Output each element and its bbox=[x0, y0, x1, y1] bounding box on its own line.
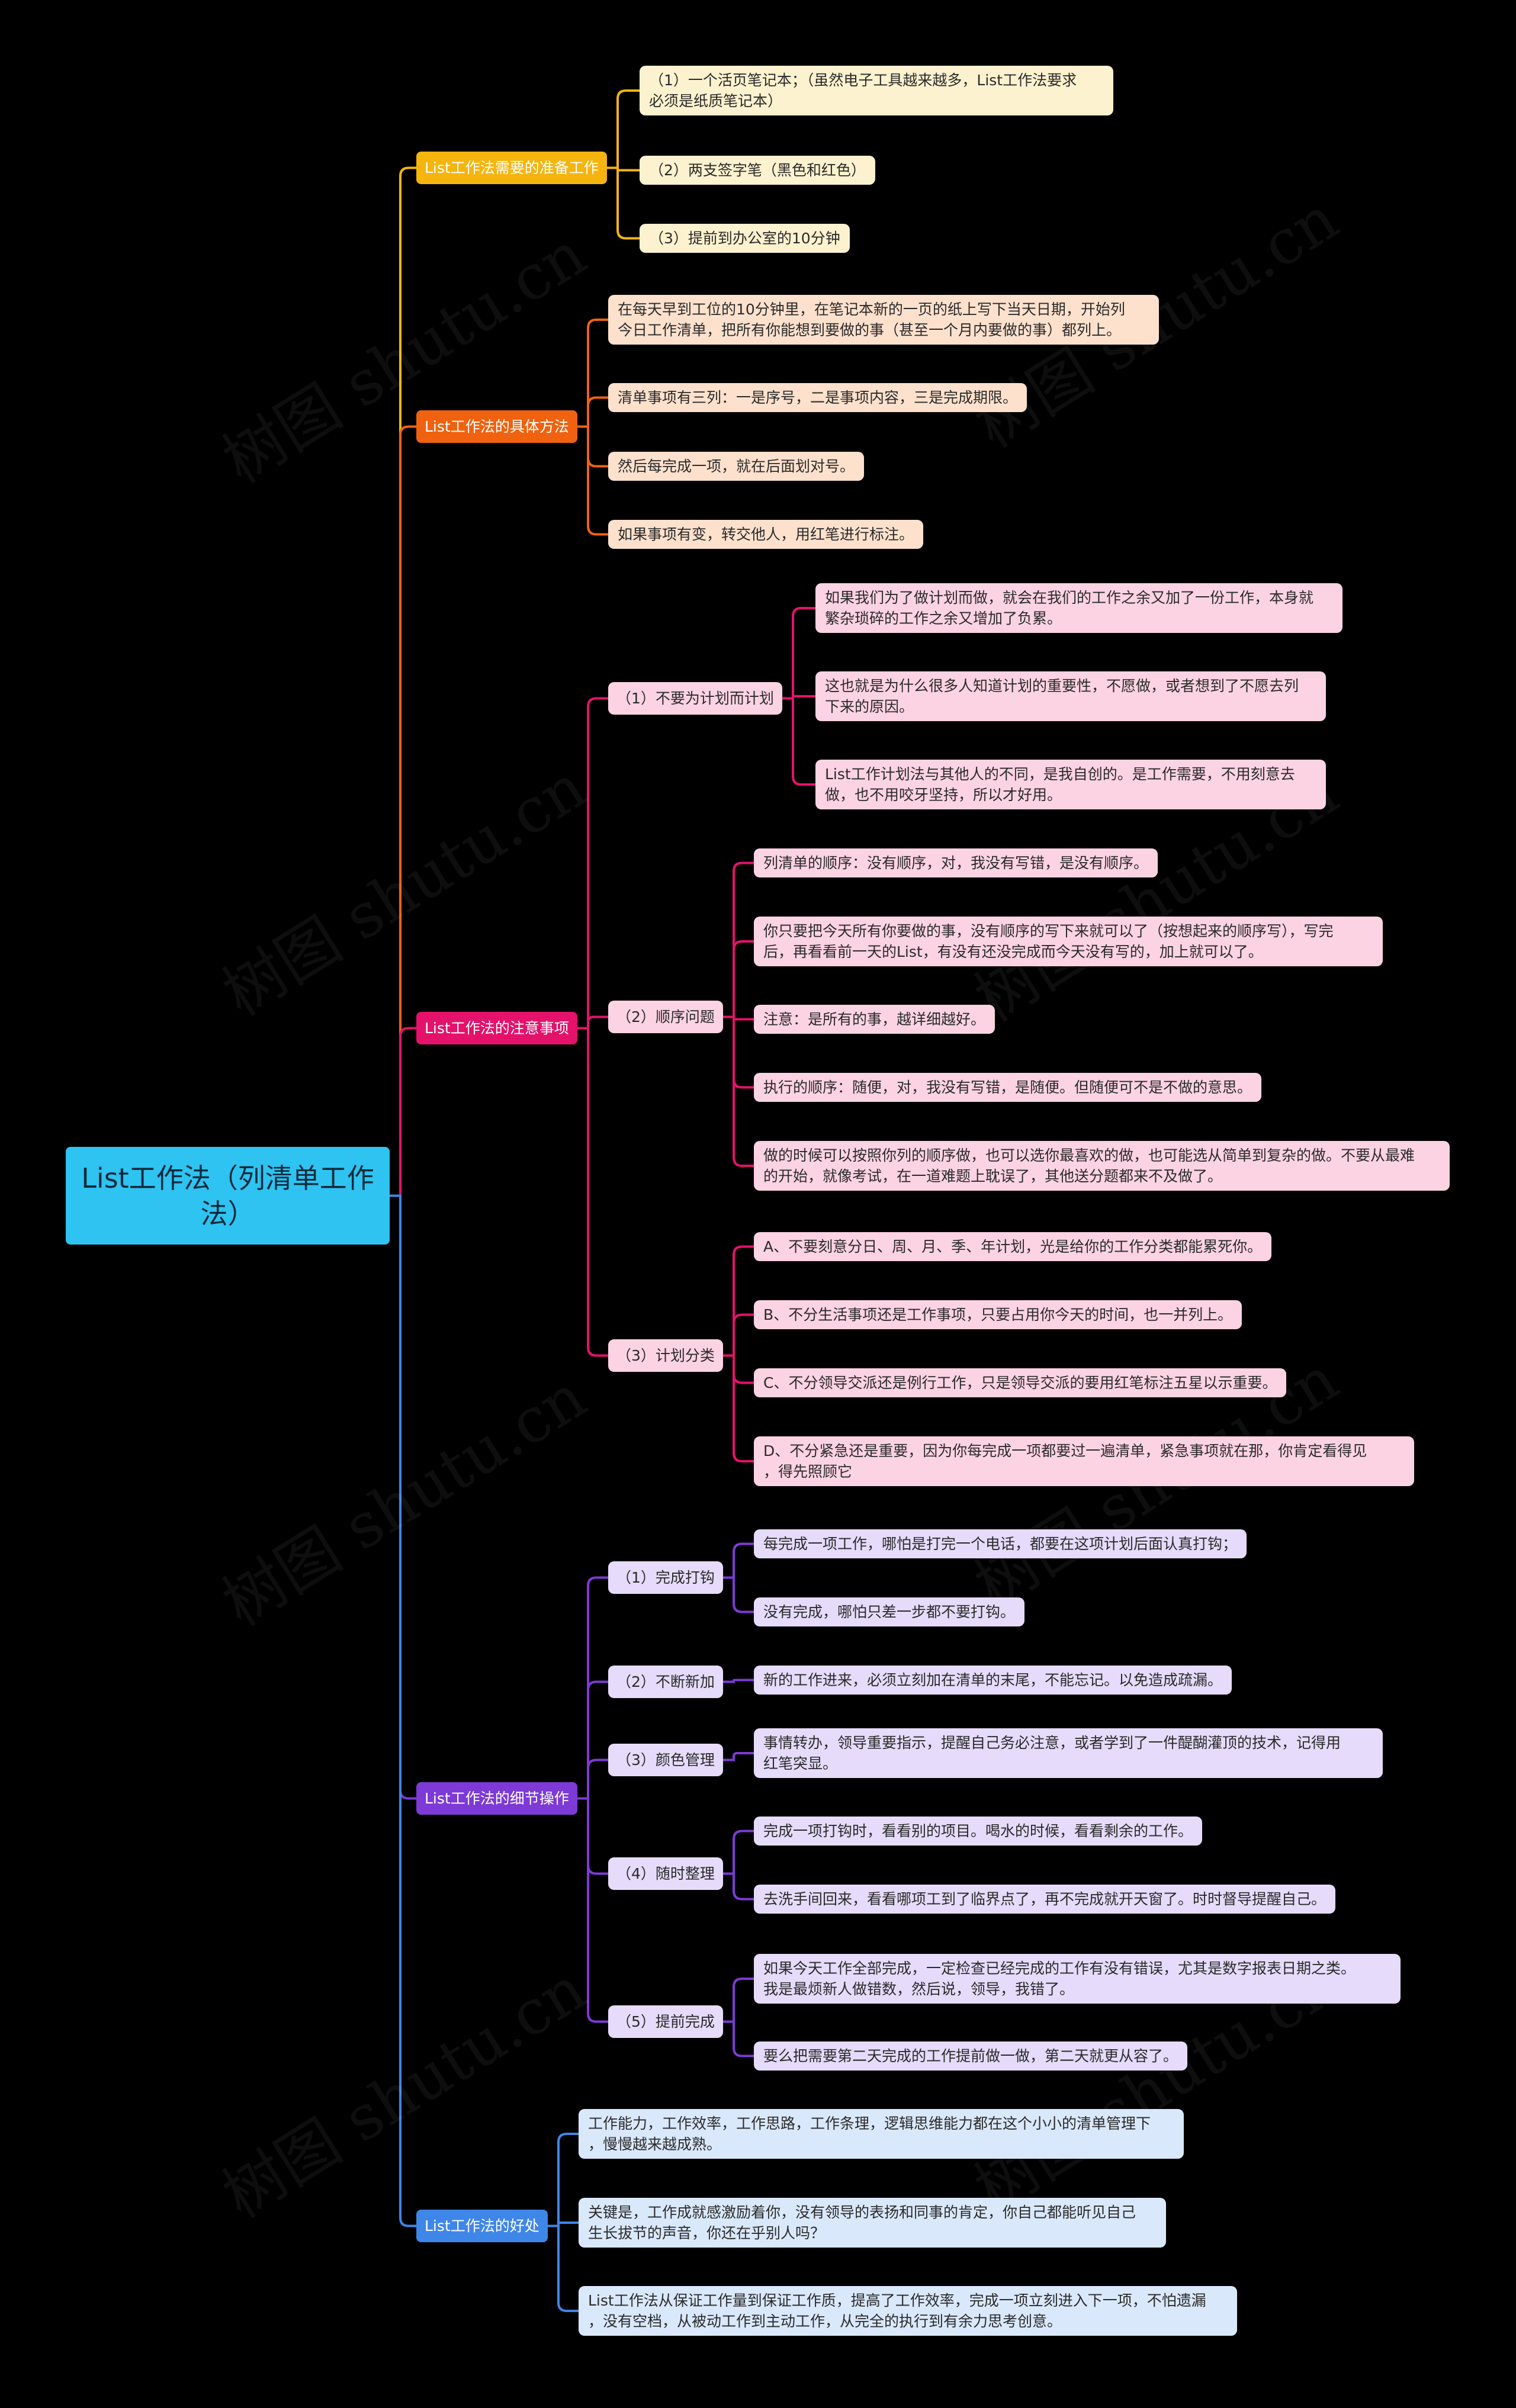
leaf-order-easy-first[interactable]: 做的时候可以按照你列的顺序做，也可以选你最喜欢的做，也可能选从简单到复杂的做。不… bbox=[754, 1141, 1450, 1191]
leaf-order-none[interactable]: 列清单的顺序：没有顺序，对，我没有写错，是没有顺序。 bbox=[754, 848, 1158, 877]
leaf-order-write-all[interactable]: 你只要把今天所有你要做的事，没有顺序的写下来就可以了（按想起来的顺序写），写完 … bbox=[754, 917, 1383, 966]
connector-line bbox=[723, 1245, 754, 1357]
leaf-prep-early[interactable]: （3）提前到办公室的10分钟 bbox=[640, 224, 850, 253]
branch-details[interactable]: List工作法的细节操作 bbox=[416, 1782, 577, 1815]
leaf-cat-b[interactable]: B、不分生活事项还是工作事项，只要占用你今天的时间，也一并列上。 bbox=[754, 1300, 1242, 1329]
leaf-order-detail[interactable]: 注意：是所有的事，越详细越好。 bbox=[754, 1005, 995, 1034]
connector-line bbox=[577, 425, 608, 468]
leaf-benefit-quality[interactable]: List工作法从保证工作量到保证工作质，提高了工作效率，完成一项立刻进入下一项，… bbox=[579, 2286, 1237, 2336]
connector-line bbox=[577, 1797, 608, 2023]
leaf-plan-burden[interactable]: 如果我们为了做计划而做，就会在我们的工作之余又加了一份工作，本身就 繁杂琐碎的工… bbox=[815, 583, 1342, 633]
connector-line bbox=[723, 2020, 754, 2057]
leaf-plan-self-made[interactable]: List工作计划法与其他人的不同，是我自创的。是工作需要，不用刻意去 做，也不用… bbox=[815, 760, 1326, 809]
connector-line bbox=[723, 1679, 754, 1683]
leaf-plan-reason[interactable]: 这也就是为什么很多人知道计划的重要性，不愿做，或者想到了不愿去列 下来的原因。 bbox=[815, 671, 1326, 721]
connector-line bbox=[723, 861, 754, 1018]
sub-finish-early[interactable]: （5）提前完成 bbox=[608, 2005, 723, 2038]
root-topic[interactable]: List工作法（列清单工作 法） bbox=[66, 1147, 390, 1245]
leaf-cat-a[interactable]: A、不要刻意分日、周、月、季、年计划，光是给你的工作分类都能累死你。 bbox=[754, 1232, 1272, 1261]
connector-line bbox=[723, 1872, 754, 1901]
leaf-color-red[interactable]: 事情转办，领导重要指示，提醒自己务必注意，或者学到了一件醍醐灌顶的技术，记得用 … bbox=[754, 1728, 1383, 1778]
connector-line bbox=[390, 166, 416, 1197]
connector-line bbox=[548, 2133, 579, 2227]
connector-line bbox=[390, 1027, 416, 1197]
connector-line bbox=[577, 1797, 608, 1875]
connector-line bbox=[577, 1576, 608, 1800]
leaf-check-each[interactable]: 每完成一项工作，哪怕是打完一个电话，都要在这项计划后面认真打钩； bbox=[754, 1529, 1247, 1558]
leaf-early-review[interactable]: 如果今天工作全部完成，一定检查已经完成的工作有没有错误，尤其是数字报表日期之类。… bbox=[754, 1954, 1401, 2004]
connector-line bbox=[577, 425, 608, 536]
leaf-tidy-water[interactable]: 完成一项打钩时，看看别的项目。喝水的时候，看看剩余的工作。 bbox=[754, 1817, 1203, 1846]
connector-line bbox=[577, 1758, 608, 1800]
branch-method[interactable]: List工作法的具体方法 bbox=[416, 410, 577, 443]
leaf-cat-d[interactable]: D、不分紧急还是重要，因为你每完成一项都要过一遍清单，紧急事项就在那，你肯定看得… bbox=[754, 1436, 1414, 1486]
sub-tidy-anytime[interactable]: （4）随时整理 bbox=[608, 1857, 723, 1890]
connector-line bbox=[607, 89, 640, 169]
connector-line bbox=[723, 1313, 754, 1357]
leaf-benefit-ability[interactable]: 工作能力，工作效率，工作思路，工作条理，逻辑思维能力都在这个小小的清单管理下 ，… bbox=[579, 2109, 1184, 2159]
connector-line bbox=[548, 2224, 579, 2312]
leaf-method-columns[interactable]: 清单事项有三列：一是序号，二是事项内容，三是完成期限。 bbox=[608, 383, 1027, 412]
connector-line bbox=[390, 1194, 416, 2227]
sub-color-mgmt[interactable]: （3）颜色管理 bbox=[608, 1744, 723, 1776]
connector-line bbox=[723, 940, 754, 1018]
leaf-method-red-pen[interactable]: 如果事项有变，转交他人，用红笔进行标注。 bbox=[608, 520, 924, 549]
leaf-order-execute[interactable]: 执行的顺序：随便，对，我没有写错，是随便。但随便可不是不做的意思。 bbox=[754, 1073, 1262, 1102]
connector-line bbox=[390, 425, 416, 1197]
connector-line bbox=[577, 1015, 608, 1030]
connector-line bbox=[577, 697, 608, 1030]
connector-line bbox=[723, 1354, 754, 1462]
leaf-add-new[interactable]: 新的工作进来，必须立刻加在清单的末尾，不能忘记。以免造成疏漏。 bbox=[754, 1666, 1232, 1695]
connector-line bbox=[723, 1752, 754, 1761]
branch-preparation[interactable]: List工作法需要的准备工作 bbox=[416, 152, 607, 184]
connector-line bbox=[577, 396, 608, 428]
leaf-tidy-restroom[interactable]: 去洗手间回来，看看哪项工到了临界点了，再不完成就开天窗了。时时督导提醒自己。 bbox=[754, 1885, 1336, 1914]
connector-line bbox=[577, 319, 608, 428]
connector-line bbox=[723, 1978, 754, 2023]
connector-line bbox=[577, 1027, 608, 1357]
connector-line bbox=[723, 1015, 754, 1089]
connector-line bbox=[723, 1015, 754, 1167]
connector-line bbox=[723, 1542, 754, 1579]
leaf-benefit-achievement[interactable]: 关键是，工作成就感激励着你，没有领导的表扬和同事的肯定，你自己都能听见自己 生长… bbox=[579, 2198, 1166, 2248]
leaf-prep-pens[interactable]: （2）两支签字笔（黑色和红色） bbox=[640, 156, 875, 185]
connector-line bbox=[782, 697, 815, 786]
leaf-method-check[interactable]: 然后每完成一项，就在后面划对号。 bbox=[608, 452, 865, 481]
branch-notes[interactable]: List工作法的注意事项 bbox=[416, 1012, 577, 1044]
connector-line bbox=[577, 1680, 608, 1800]
sub-order-issue[interactable]: （2）顺序问题 bbox=[608, 1001, 723, 1033]
connector-line bbox=[607, 166, 640, 240]
leaf-prep-notebook[interactable]: （1）一个活页笔记本；（虽然电子工具越来越多，List工作法要求 必须是纸质笔记… bbox=[640, 66, 1113, 115]
leaf-check-not-done[interactable]: 没有完成，哪怕只差一步都不要打钩。 bbox=[754, 1597, 1025, 1626]
sub-no-plan-for-plan[interactable]: （1）不要为计划而计划 bbox=[608, 682, 782, 715]
leaf-method-daily-list[interactable]: 在每天早到工位的10分钟里，在笔记本新的一页的纸上写下当天日期，开始列 今日工作… bbox=[608, 295, 1159, 345]
branch-benefits[interactable]: List工作法的好处 bbox=[416, 2210, 548, 2242]
sub-keep-adding[interactable]: （2）不断新加 bbox=[608, 1666, 723, 1698]
sub-plan-category[interactable]: （3）计划分类 bbox=[608, 1339, 723, 1372]
connector-line bbox=[548, 2221, 579, 2227]
connector-line bbox=[390, 1194, 416, 1800]
connector-line bbox=[782, 607, 815, 700]
connector-line bbox=[723, 1354, 754, 1384]
leaf-cat-c[interactable]: C、不分领导交派还是例行工作，只是领导交派的要用红笔标注五星以示重要。 bbox=[754, 1368, 1287, 1397]
leaf-early-tomorrow[interactable]: 要么把需要第二天完成的工作提前做一做，第二天就更从容了。 bbox=[754, 2042, 1188, 2071]
connector-line bbox=[723, 1830, 754, 1875]
sub-check-done[interactable]: （1）完成打钩 bbox=[608, 1561, 723, 1594]
connector-line bbox=[723, 1576, 754, 1613]
